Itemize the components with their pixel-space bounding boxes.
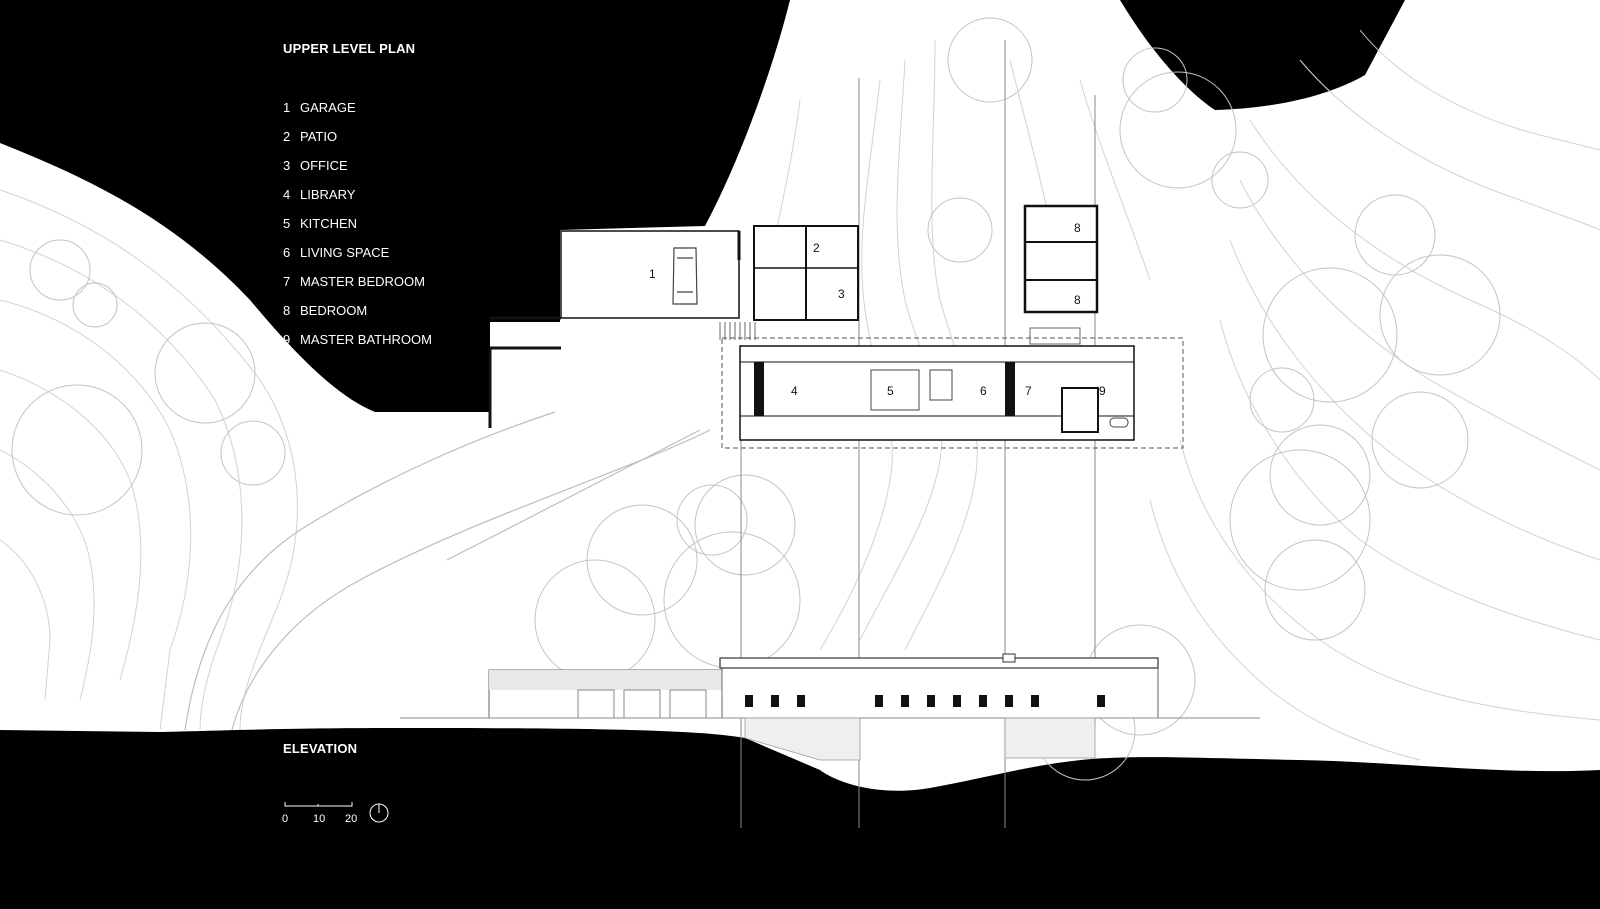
retaining-wall (488, 316, 561, 428)
windows (745, 695, 1105, 707)
fireplace (1005, 362, 1015, 416)
stairs (719, 322, 756, 340)
driveway (184, 411, 711, 731)
retaining-hatch (744, 717, 861, 761)
pier-hatch (1004, 717, 1096, 759)
room-label: 7 (1025, 384, 1032, 398)
tree-group (11, 17, 1501, 781)
room-label: 1 (649, 267, 656, 281)
library-shelves (754, 362, 764, 416)
tree-canopy (29, 239, 91, 301)
tree-canopy (586, 504, 698, 616)
tub (1109, 417, 1129, 428)
room-label: 8 (1074, 221, 1081, 235)
elevation-drawing (400, 653, 1260, 761)
room-label: 6 (980, 384, 987, 398)
tree-canopy (694, 474, 796, 576)
scale-label: 0 (282, 813, 289, 825)
garage-door (669, 689, 707, 719)
tree-canopy (1122, 47, 1188, 113)
tree-canopy (1379, 254, 1501, 376)
tree-canopy (72, 282, 118, 328)
tree-canopy (1249, 367, 1315, 433)
tree-canopy (1211, 151, 1269, 209)
tree-canopy (947, 17, 1033, 103)
room-label: 2 (813, 241, 820, 255)
dining-table (929, 369, 953, 401)
room-label: 4 (791, 384, 798, 398)
tree-canopy (927, 197, 993, 263)
room-label: 5 (887, 384, 894, 398)
north-arrow-icon (369, 803, 389, 823)
scale-bar (284, 802, 353, 807)
tree-canopy (1229, 449, 1371, 591)
plan-title: UPPER LEVEL PLAN (283, 41, 416, 56)
tree-canopy (676, 484, 748, 556)
room-label: 9 (1099, 384, 1106, 398)
garage-volume (560, 230, 740, 319)
room-label: 3 (838, 287, 845, 301)
room-labels: 1 2 3 4 5 6 7 8 8 9 (649, 221, 1106, 398)
tree-canopy (11, 384, 143, 516)
tree-canopy (154, 322, 256, 424)
contour-lines (0, 29, 1600, 761)
upper-level-plan (488, 204, 1184, 449)
tree-canopy (1269, 424, 1371, 526)
tree-canopy (1264, 539, 1366, 641)
roof-fascia (719, 657, 1159, 669)
garage-door (577, 689, 615, 719)
chimney (1002, 653, 1016, 663)
kitchen-island (870, 369, 920, 411)
tree-canopy (220, 420, 286, 486)
scale-label: 20 (345, 813, 358, 825)
garage-door (623, 689, 661, 719)
elevation-main-bar (721, 659, 1159, 719)
tree-canopy (1371, 391, 1469, 489)
scale-label: 10 (313, 813, 326, 825)
car-icon (672, 247, 698, 305)
bath-core (1061, 387, 1099, 433)
tree-canopy (1262, 267, 1398, 403)
elevation-title: ELEVATION (283, 741, 358, 756)
tree-canopy (1119, 71, 1237, 189)
bridge-connector (1029, 327, 1081, 345)
room-label: 8 (1074, 293, 1081, 307)
main-bar-roof-outline (721, 337, 1184, 449)
bedroom-wing (1023, 204, 1099, 314)
